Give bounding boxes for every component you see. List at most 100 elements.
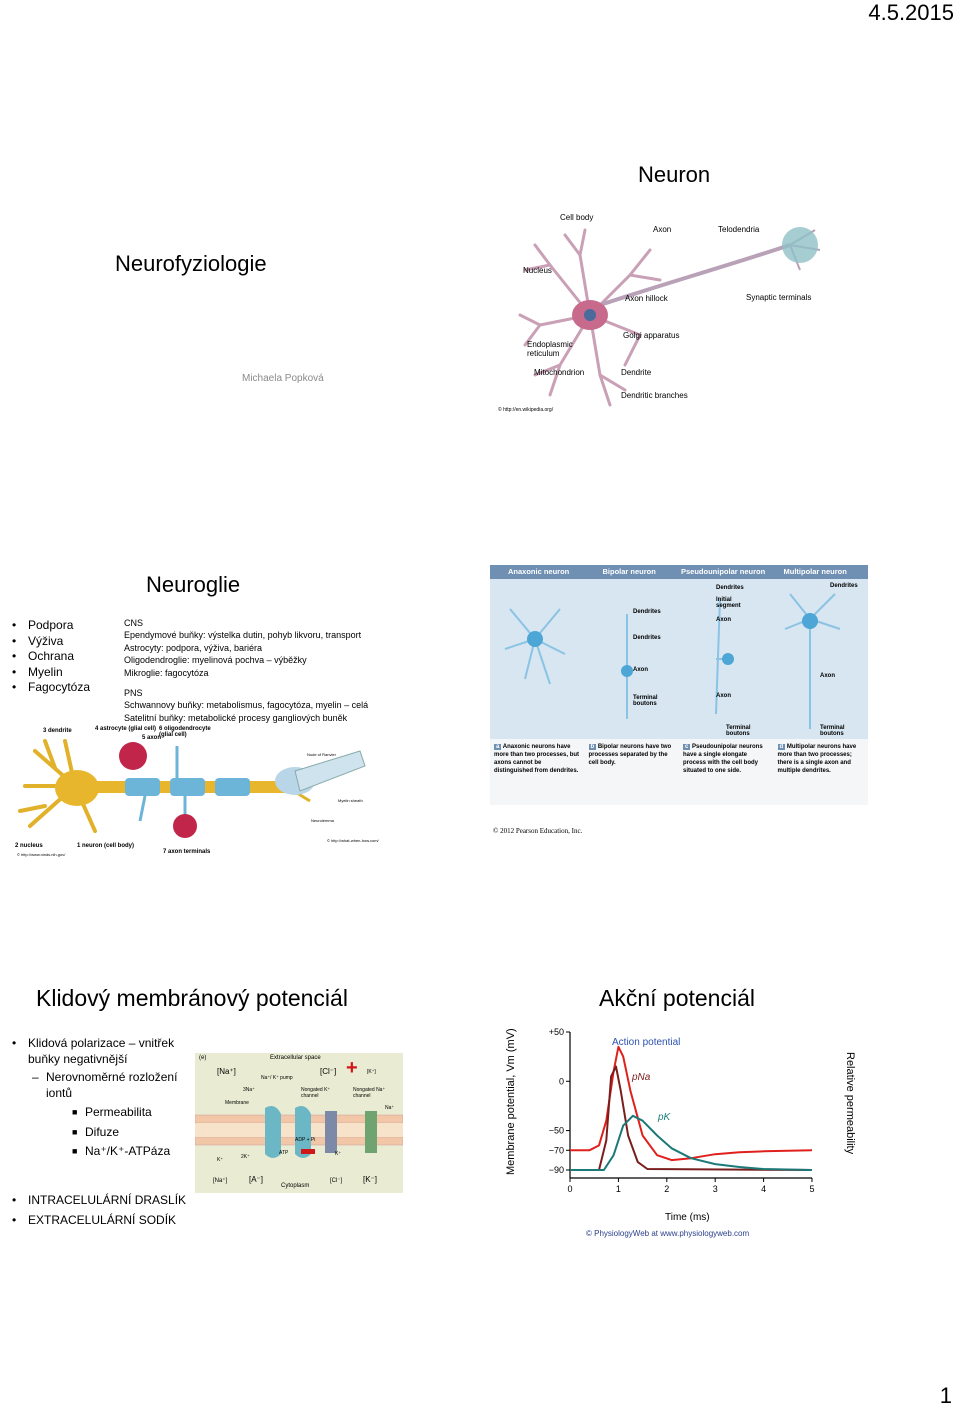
cns-line: Mikroglie: fagocytóza <box>124 667 209 678</box>
caption-bipolar: b Bipolar neurons have two processes sep… <box>588 744 672 766</box>
minus-sign <box>301 1149 315 1154</box>
label-cl-out: [Cl⁻] <box>320 1067 337 1076</box>
label-synaptic-terminals: Synaptic terminals <box>746 293 812 302</box>
cns-line: Astrocyty: podpora, výživa, bariéra <box>124 642 263 653</box>
label-na-ion: Na⁺ <box>385 1105 395 1111</box>
neuron-types-header-bar: Anaxonic neuron Bipolar neuron Pseudouni… <box>490 565 868 579</box>
neuron-illustration <box>518 227 821 407</box>
caption-multipolar: d Multipolar neurons have more than two … <box>777 744 857 774</box>
action-potential-chart: Membrane potential, Vm (mV) Relative per… <box>500 1020 870 1245</box>
label-2k: 2K⁺ <box>241 1154 250 1160</box>
label-oligodendrocyte: 6 oligodendrocyte (glial cell) <box>159 726 211 738</box>
credit-what-when-how: © http://what-when-how.com/ <box>327 838 379 843</box>
list-item: •Klidová polarizace – vnitřek buňky nega… <box>12 1036 175 1066</box>
label-myelin-sheath: Myelin sheath <box>338 798 363 803</box>
label-extracellular: Extracellular space <box>270 1055 321 1061</box>
series-line-pna <box>570 1065 813 1171</box>
label-axon-pseudo: Axon <box>716 617 731 623</box>
x-axis-label: Time (ms) <box>665 1212 710 1223</box>
y-axis-label: Membrane potential, Vm (mV) <box>505 1028 517 1175</box>
x-tick-label: 1 <box>616 1184 621 1194</box>
slide5-title: Klidový membránový potenciál <box>36 985 348 1011</box>
list-item: Podpora <box>8 618 90 634</box>
label-a-in: [A⁻] <box>249 1175 264 1184</box>
slide1-title: Neurofyziologie <box>115 251 267 276</box>
plus-sign: + <box>346 1057 358 1079</box>
y-tick-label: −90 <box>549 1165 564 1175</box>
header-multipolar: Multipolar neuron <box>783 567 847 576</box>
label-node-of-ranvier: Node of Ranvier <box>307 752 336 757</box>
label-k-out: [K⁺] <box>367 1069 376 1075</box>
cns-line: Oligodendroglie: myelinová pochva – výbě… <box>124 655 307 666</box>
label-neurolemma: Neurolemma <box>311 818 334 823</box>
label-telodendria: Telodendria <box>718 225 760 234</box>
credit-ninds: © http://www.ninds.nih.gov/ <box>17 852 66 857</box>
neuron-diagram: Cell body Axon Telodendria Nucleus Axon … <box>490 205 850 420</box>
glia-illustration: 3 dendrite 4 astrocyte (glial cell) 6 ol… <box>5 726 390 861</box>
y-tick-label: −50 <box>549 1126 564 1136</box>
membrane-diagram: (e) Extracellular space [Na⁺] [Cl⁻] [K⁺]… <box>195 1053 403 1193</box>
label-cytoplasm: Cytoplasm <box>281 1183 310 1189</box>
x-tick-label: 2 <box>664 1184 669 1194</box>
label-3na: 3Na⁺ <box>243 1087 255 1093</box>
slide3-title: Neuroglie <box>146 572 241 597</box>
label-axon: Axon <box>653 225 672 234</box>
label-dendrite-bipolar: Dendrites <box>633 635 661 641</box>
label-er: Endoplasmic reticulum <box>527 340 573 358</box>
caption-pseudounipolar: c Pseudounipolar neurons have a single e… <box>683 744 763 774</box>
pns-heading: PNS <box>124 688 143 699</box>
list-item: Ochrana <box>8 649 90 665</box>
list-item: Myelin <box>8 665 90 681</box>
slide2-title: Neuron <box>638 162 711 187</box>
label-dendrite: Dendrite <box>621 368 652 377</box>
label-astrocyte: 4 astrocyte (glial cell) <box>95 726 157 732</box>
list-item: Výživa <box>8 634 90 650</box>
label-axon-pseudo-2: Axon <box>716 693 731 699</box>
label-axon-terminals: 7 axon terminals <box>163 849 211 855</box>
series-label-action-potential: Action potential <box>612 1037 680 1048</box>
resting-potential-list: •Klidová polarizace – vnitřek buňky nega… <box>8 1036 193 1160</box>
glia-functions-list: Podpora Výživa Ochrana Myelin Fagocytóza <box>8 618 90 696</box>
chart-credit: © PhysiologyWeb at www.physiologyweb.com <box>586 1229 749 1238</box>
pns-line: Satelitní buňky: metabolické procesy gan… <box>124 712 348 723</box>
label-dendrite: 3 dendrite <box>43 728 72 734</box>
label-cell-body: Cell body <box>560 213 594 222</box>
label-terminal-boutons-multi: Terminal boutons <box>820 725 845 737</box>
x-tick-label: 0 <box>567 1184 572 1194</box>
label-dendrites-pseudo: Dendrites <box>716 585 744 591</box>
neuron-types-captions: a Anaxonic neurons have more than two pr… <box>490 743 868 775</box>
label-k-in: [K⁻] <box>363 1175 378 1184</box>
header-pseudounipolar: Pseudounipolar neuron <box>681 567 766 576</box>
cns-line: Ependymové buňky: výstelka dutin, pohyb … <box>124 630 362 641</box>
list-item: ■Na⁺/K⁺-ATPáza <box>72 1144 171 1158</box>
header-bipolar: Bipolar neuron <box>602 567 656 576</box>
panel-letter: (e) <box>199 1055 207 1061</box>
series-label-pk: pK <box>657 1112 672 1123</box>
label-membrane: Membrane <box>225 1100 249 1106</box>
label-k-ion-2: K⁺ <box>335 1151 341 1157</box>
series-line-pk <box>570 1114 813 1171</box>
label-pump: Na⁺/ K⁺ pump <box>261 1075 293 1081</box>
slide1-author: Michaela Popková <box>242 373 324 384</box>
page-number: 1 <box>939 1383 952 1408</box>
y2-axis-label: Relative permeability <box>844 1052 856 1155</box>
list-item: –Nerovnoměrné rozložení iontů <box>32 1070 178 1100</box>
list-item: Fagocytóza <box>8 680 90 696</box>
pearson-copyright: © 2012 Pearson Education, Inc. <box>493 827 583 835</box>
neuron-types-figure: Anaxonic neuron Bipolar neuron Pseudouni… <box>490 565 868 805</box>
label-initial-segment: Initial segment <box>716 597 741 609</box>
label-terminal-boutons-pseudo: Terminal boutons <box>726 725 751 737</box>
label-k-channel: Nongated K⁺ channel <box>301 1087 331 1099</box>
list-item: INTRACELULÁRNÍ DRASLÍK <box>8 1190 186 1210</box>
slide6-title: Akční potenciál <box>599 985 755 1011</box>
label-na-out: [Na⁺] <box>217 1067 236 1076</box>
date: 4.5.2015 <box>868 0 954 25</box>
label-mitochondrion: Mitochondrion <box>534 368 585 377</box>
cns-heading: CNS <box>124 618 144 628</box>
series-line-action-potential <box>570 1045 813 1162</box>
label-dendrites-bipolar: Dendrites <box>633 609 661 615</box>
label-nucleus: 2 nucleus <box>15 843 43 849</box>
header-anaxonic: Anaxonic neuron <box>508 567 570 576</box>
x-tick-label: 4 <box>761 1184 766 1194</box>
label-cl-in: [Cl⁻] <box>330 1178 343 1184</box>
